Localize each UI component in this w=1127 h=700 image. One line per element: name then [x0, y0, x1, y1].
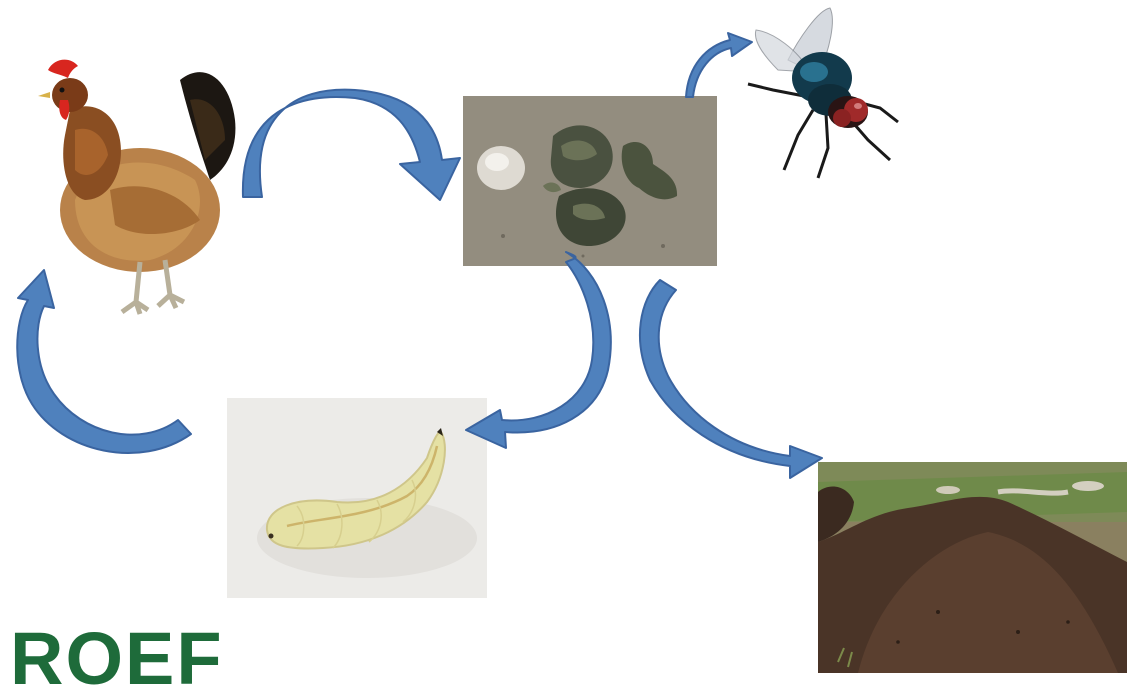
larva-image [227, 398, 487, 598]
larva-icon [227, 398, 487, 598]
feces-icon [463, 96, 717, 266]
fly-icon [718, 0, 933, 182]
arrow-feces-to-larva [466, 252, 611, 448]
chicken-image [30, 40, 245, 320]
arrow-feces-to-compost [640, 280, 822, 478]
logo-text-fragment: ROEF [10, 622, 224, 696]
compost-icon [818, 462, 1127, 673]
compost-image [818, 462, 1127, 673]
fly-image [718, 0, 933, 182]
feces-image [463, 96, 717, 266]
chicken-icon [30, 40, 245, 320]
arrow-chicken-to-feces [243, 90, 460, 200]
